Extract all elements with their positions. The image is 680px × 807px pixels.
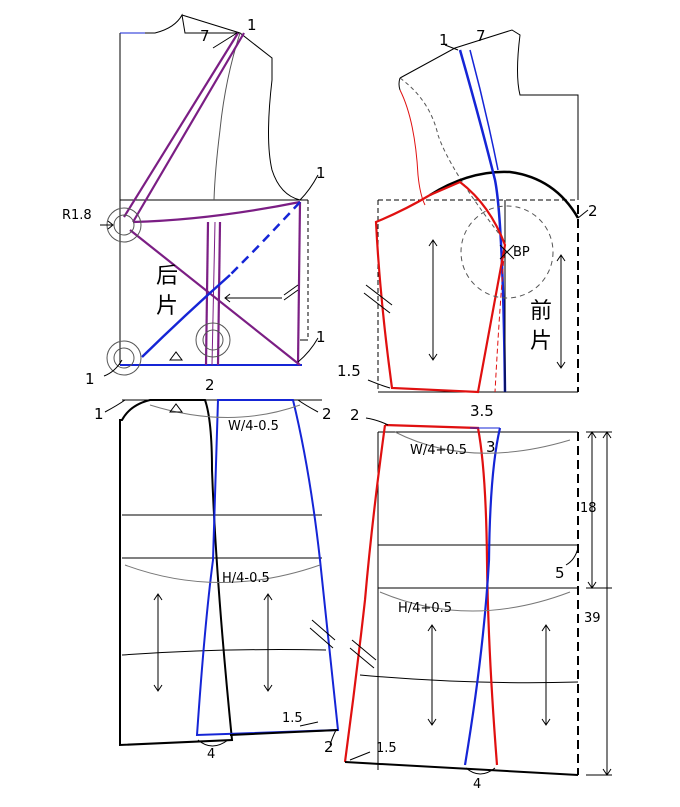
- skirt-front-hem-15: 1.5: [376, 741, 397, 756]
- skirt-front-3: 3: [486, 438, 496, 456]
- back-neck-1: 1: [247, 16, 257, 34]
- skirt-back-left-1: 1: [94, 405, 104, 423]
- skirt-front-left-2: 2: [350, 406, 360, 424]
- skirt-front-39: 39: [584, 611, 601, 626]
- skirt-front-5: 5: [555, 564, 565, 582]
- front-neck-1: 1: [439, 31, 449, 49]
- back-r18: R1.8: [62, 208, 92, 223]
- back-bodice: [100, 13, 319, 377]
- skirt-back-hem-15: 1.5: [282, 711, 303, 726]
- back-shoulder-1: 1: [316, 164, 326, 182]
- skirt-back-right-2: 2: [322, 405, 332, 423]
- back-side-1: 1: [316, 328, 326, 346]
- front-title-2: 片: [530, 329, 552, 354]
- skirt-front-18: 18: [580, 501, 597, 516]
- skirt-back-hem-4: 4: [207, 747, 215, 762]
- front-bp: BP: [513, 245, 530, 260]
- front-neck-7: 7: [476, 27, 486, 45]
- skirt-front-h: H/4+0.5: [398, 601, 452, 616]
- skirt-back-w: W/4-0.5: [228, 419, 279, 434]
- front-title-1: 前: [530, 299, 552, 324]
- front-bodice: [363, 29, 589, 394]
- skirt-front-w: W/4+0.5: [410, 443, 467, 458]
- skirt-back-h: H/4-0.5: [222, 571, 270, 586]
- back-title-2: 片: [156, 294, 178, 319]
- back-skirt: [104, 399, 340, 747]
- front-skirt: [343, 417, 612, 776]
- front-waist-35: 3.5: [470, 402, 494, 420]
- skirt-front-hem-4: 4: [473, 777, 481, 792]
- back-title-1: 后: [156, 264, 178, 289]
- back-waist-2: 2: [205, 376, 215, 394]
- back-neck-7: 7: [200, 27, 210, 45]
- front-side-2: 2: [588, 202, 598, 220]
- back-left-1: 1: [85, 370, 95, 388]
- skirt-back-hem-2: 2: [324, 738, 334, 756]
- front-left-15: 1.5: [337, 362, 361, 380]
